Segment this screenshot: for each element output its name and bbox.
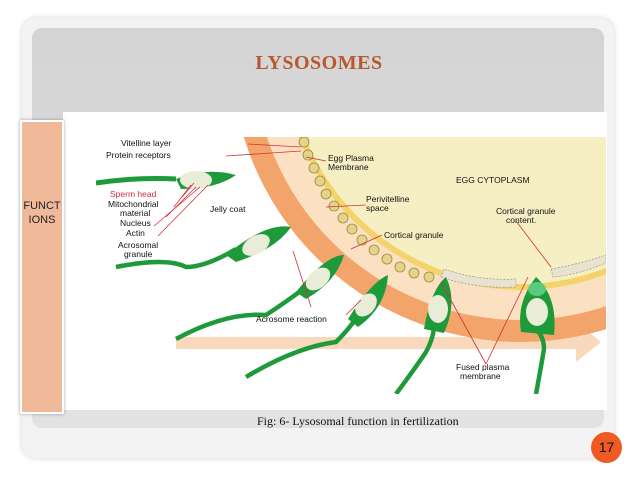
- egg-cytoplasm: [305, 137, 606, 284]
- label-mitochondrial-2: material: [120, 208, 150, 218]
- label-egg-cytoplasm: EGG CYTOPLASM: [456, 175, 530, 185]
- label-mitochondrial-1: Mitochondrial: [108, 199, 159, 209]
- label-actin: Actin: [126, 228, 145, 238]
- side-label: FUNCTIONS: [23, 200, 61, 226]
- annotation-lines: [153, 143, 552, 365]
- label-acrosome-reaction: Acrosome reaction: [256, 314, 327, 324]
- label-sperm-head: Sperm head: [110, 189, 157, 199]
- label-perivitelline-1: Perivitelline: [366, 194, 410, 204]
- sperm-5: [394, 277, 452, 394]
- label-acrosomal-1: Acrosomal: [118, 240, 158, 250]
- direction-arrow: [176, 322, 601, 362]
- fertilization-diagram: Vitelline layer Protein receptors Sperm …: [96, 137, 606, 394]
- label-perivitelline-2: space: [366, 203, 389, 213]
- sperm-2: [115, 226, 291, 270]
- label-protein-receptors: Protein receptors: [106, 150, 171, 160]
- label-nucleus: Nucleus: [120, 218, 151, 228]
- label-fused-plasma-2: membrane: [460, 371, 501, 381]
- sperm-1: [96, 171, 236, 189]
- side-label-box: FUNCTIONS: [20, 120, 64, 414]
- label-vitelline-layer: Vitelline layer: [121, 138, 172, 148]
- label-jelly-coat: Jelly coat: [210, 204, 246, 214]
- page-number-badge: 17: [591, 432, 622, 463]
- sperm-6: [520, 277, 555, 394]
- label-cortical-content-1: Cortical granule: [496, 206, 556, 216]
- granule-content-zone: [550, 254, 606, 278]
- slide-title: LYSOSOMES: [255, 52, 383, 74]
- label-egg-plasma-2: Membrane: [328, 162, 369, 172]
- label-cortical-content-2: content.: [506, 215, 536, 225]
- label-cortical-granule: Cortical granule: [384, 230, 444, 240]
- label-egg-plasma-1: Egg Plasma: [328, 153, 374, 163]
- label-fused-plasma-1: Fused plasma: [456, 362, 510, 372]
- sperm-3: [174, 255, 344, 341]
- figure-caption: Fig: 6- Lysosomal function in fertilizat…: [257, 414, 459, 428]
- label-acrosomal-2: granule: [124, 249, 153, 259]
- fused-membrane-zone: [440, 268, 517, 288]
- sperm-4: [244, 275, 388, 379]
